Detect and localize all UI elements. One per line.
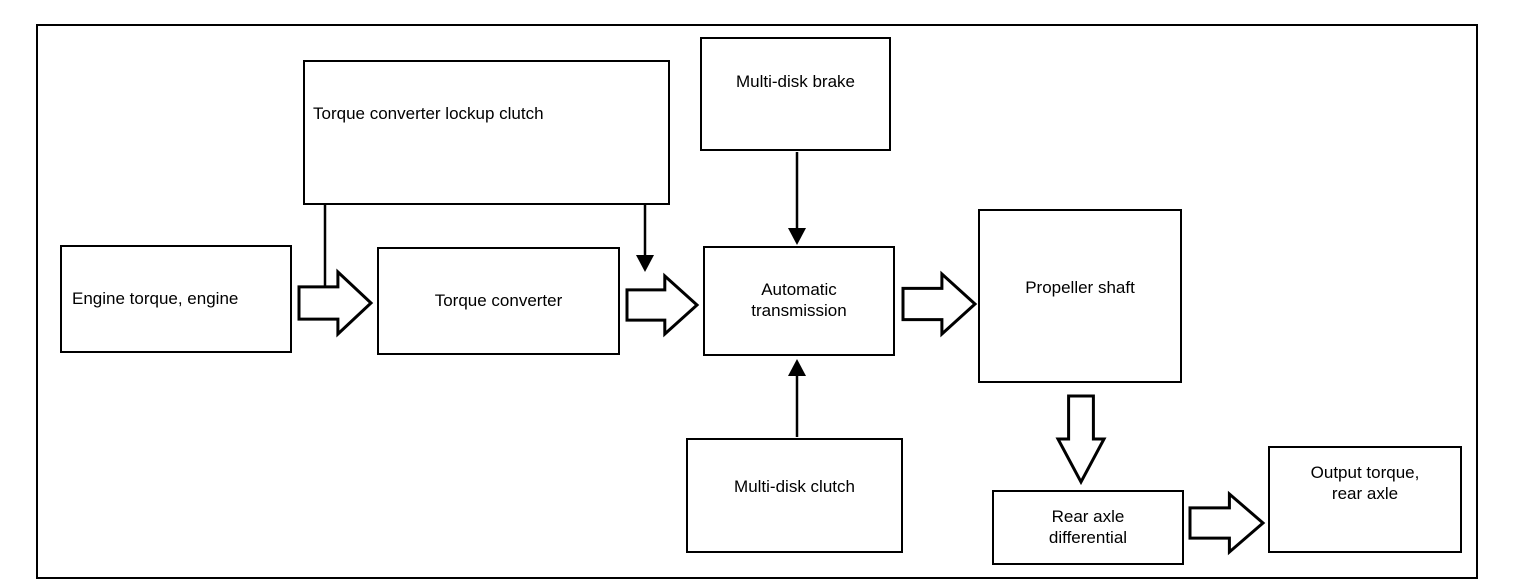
- node-output-torque-rear-axle: Output torque, rear axle: [1268, 446, 1462, 553]
- node-propeller-shaft: Propeller shaft: [978, 209, 1182, 383]
- node-label-automatic-transmission: Automatic transmission: [751, 280, 847, 320]
- node-torque-converter: Torque converter: [377, 247, 620, 355]
- node-label-torque-converter-lockup-clutch: Torque converter lockup clutch: [313, 104, 544, 124]
- node-multi-disk-clutch: Multi-disk clutch: [686, 438, 903, 553]
- node-label-multi-disk-clutch: Multi-disk clutch: [734, 477, 855, 497]
- node-automatic-transmission: Automatic transmission: [703, 246, 895, 356]
- node-torque-converter-lockup-clutch: Torque converter lockup clutch: [303, 60, 670, 205]
- node-label-rear-axle-differential: Rear axle differential: [1048, 506, 1128, 547]
- node-label-torque-converter: Torque converter: [434, 290, 563, 310]
- node-label-propeller-shaft: Propeller shaft: [1025, 277, 1135, 297]
- node-label-output-torque-rear-axle: Output torque, rear axle: [1310, 462, 1420, 503]
- node-label-multi-disk-brake: Multi-disk brake: [735, 71, 856, 91]
- node-engine-torque: Engine torque, engine: [60, 245, 292, 353]
- node-label-engine-torque: Engine torque, engine: [72, 288, 239, 308]
- node-multi-disk-brake: Multi-disk brake: [700, 37, 891, 151]
- node-rear-axle-differential: Rear axle differential: [992, 490, 1184, 565]
